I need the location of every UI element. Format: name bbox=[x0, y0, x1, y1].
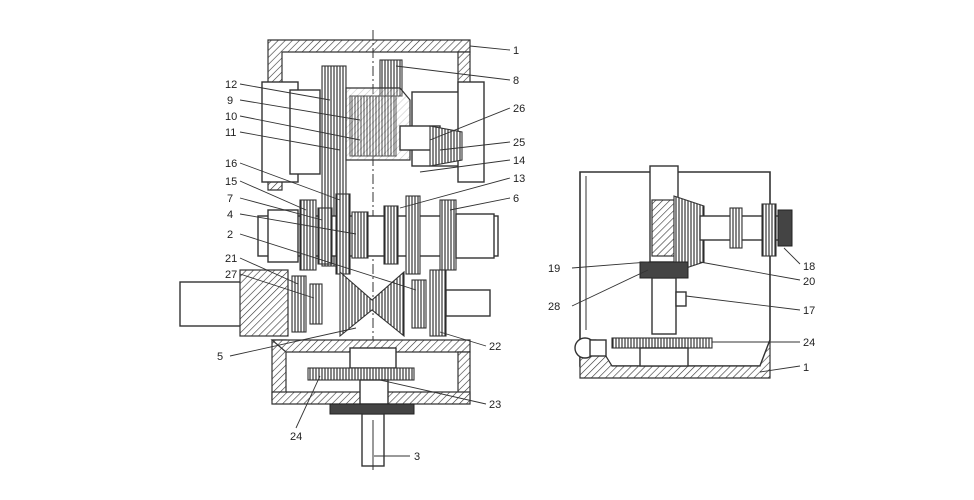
left-callout-labels: 1 8 12 9 26 10 11 25 14 16 13 15 7 6 4 2… bbox=[217, 45, 525, 463]
callout-label: 21 bbox=[225, 253, 237, 265]
gear-15 bbox=[299, 199, 317, 271]
left-bearing bbox=[289, 89, 321, 175]
callout-label: 15 bbox=[225, 176, 237, 188]
gear-22 bbox=[429, 269, 447, 337]
pin-17 bbox=[675, 291, 687, 307]
gear-18 bbox=[761, 203, 777, 257]
callout-label: 23 bbox=[489, 399, 501, 411]
callout-label: 10 bbox=[225, 111, 237, 123]
callout-label: 19 bbox=[548, 263, 560, 275]
gear-14 bbox=[405, 195, 421, 275]
shaft-17 bbox=[651, 277, 677, 335]
gear-24-left bbox=[307, 367, 415, 381]
housing-top bbox=[267, 39, 471, 191]
callout-label: 17 bbox=[803, 305, 815, 317]
callout-label: 5 bbox=[217, 351, 223, 363]
callout-label: 8 bbox=[513, 75, 519, 87]
lower-right-shaft bbox=[445, 289, 491, 317]
callout-label: 20 bbox=[803, 276, 815, 288]
output-bearing bbox=[349, 347, 397, 369]
gear-18-small bbox=[729, 207, 743, 249]
callout-label: 2 bbox=[227, 229, 233, 241]
drain-plug-body bbox=[589, 339, 607, 357]
callout-label: 27 bbox=[225, 269, 237, 281]
callout-label: 28 bbox=[548, 301, 560, 313]
callout-label: 1 bbox=[513, 45, 519, 57]
gear-24-right bbox=[611, 337, 713, 349]
callout-label: 16 bbox=[225, 158, 237, 170]
gear-24-hub bbox=[639, 347, 689, 367]
left-callout-leaders bbox=[229, 45, 511, 457]
right-section-view bbox=[574, 165, 793, 379]
callout-label: 14 bbox=[513, 155, 525, 167]
gear-6 bbox=[439, 199, 457, 271]
callout-label: 24 bbox=[290, 431, 302, 443]
gear-16 bbox=[335, 193, 351, 275]
callout-label: 11 bbox=[225, 127, 236, 139]
gear-21 bbox=[291, 275, 307, 333]
callout-label: 1 bbox=[803, 362, 809, 374]
callout-label: 13 bbox=[513, 173, 525, 185]
callout-label: 4 bbox=[227, 209, 233, 221]
right-callout-leaders bbox=[571, 247, 801, 373]
bevel-pinion-25 bbox=[429, 125, 463, 167]
end-cap-18 bbox=[777, 209, 793, 247]
gear-2 bbox=[411, 279, 427, 329]
output-hub bbox=[359, 379, 389, 405]
callout-label: 26 bbox=[513, 103, 525, 115]
callout-label: 22 bbox=[489, 341, 501, 353]
callout-label: 3 bbox=[414, 451, 420, 463]
input-shaft bbox=[179, 281, 245, 327]
middle-right-cap bbox=[455, 213, 495, 259]
left-section-view bbox=[179, 30, 499, 470]
callout-label: 25 bbox=[513, 137, 525, 149]
callout-label: 12 bbox=[225, 79, 237, 91]
gear-4 bbox=[351, 211, 369, 259]
middle-left-cap bbox=[267, 209, 299, 263]
input-bearing-cap bbox=[239, 269, 289, 337]
gear-13 bbox=[383, 205, 399, 265]
callout-label: 7 bbox=[227, 193, 233, 205]
callout-label: 6 bbox=[513, 193, 519, 205]
callout-label: 18 bbox=[803, 261, 815, 273]
bevel-gear-20 bbox=[673, 195, 705, 273]
gear-7 bbox=[317, 207, 333, 265]
callout-label: 24 bbox=[803, 337, 815, 349]
gear-27 bbox=[309, 283, 323, 325]
right-callout-labels: 19 18 20 28 17 24 1 bbox=[548, 261, 815, 374]
output-flange bbox=[329, 403, 415, 415]
differential-gears bbox=[339, 270, 405, 338]
shaft-hatching bbox=[651, 199, 675, 257]
callout-label: 9 bbox=[227, 95, 233, 107]
